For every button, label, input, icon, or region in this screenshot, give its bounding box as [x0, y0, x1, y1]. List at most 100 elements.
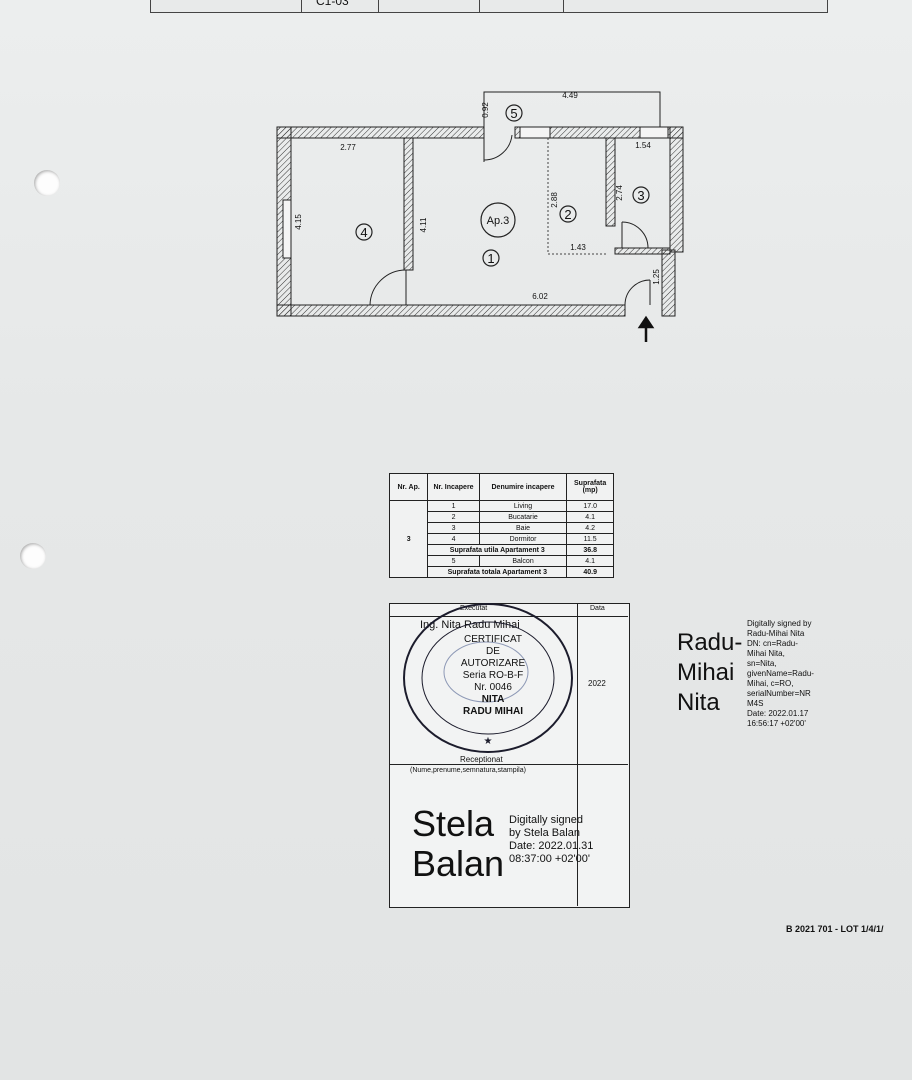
plan-doors	[369, 134, 651, 306]
apartment-number-cell: 3	[388, 500, 429, 578]
executed-header-cell	[389, 603, 578, 617]
table-row: 2 Bucatarie 4.1	[390, 511, 614, 523]
signer-name: Radu- Mihai Nita	[677, 628, 742, 718]
entrance-arrow-icon	[637, 315, 655, 342]
room-name-cell: Bucatarie	[478, 511, 568, 523]
table-header: Suprafata (mp)	[566, 473, 614, 501]
dim-label: 1.43	[570, 243, 586, 252]
date-header-cell	[577, 603, 628, 617]
room-number: 3	[637, 188, 644, 203]
table-row: 5 Balcon 4.1	[390, 555, 614, 567]
executed-label: Executat	[460, 605, 488, 612]
room-name-cell: Living	[478, 500, 568, 512]
table-header: Denumire incapere	[478, 473, 568, 501]
room-area-cell: 4.1	[566, 511, 614, 523]
total-area-label: Suprafata totala Apartament 3	[427, 566, 568, 578]
punch-hole	[34, 170, 60, 196]
useful-area-value: 36.8	[566, 544, 614, 556]
stamp-line: Seria RO-B-F	[462, 670, 524, 681]
room-nr-cell: 5	[427, 555, 480, 567]
room-number: 4	[360, 225, 367, 240]
table-header-row: Nr. Ap. Nr. Incapere Denumire incapere S…	[388, 473, 614, 501]
dim-label: 4.15	[294, 214, 303, 230]
svg-text:★: ★	[484, 736, 493, 747]
room-name-cell: Dormitor	[478, 533, 568, 545]
stamp-line: RADU MIHAI	[463, 706, 523, 717]
signature-detail-line: Date: 2022.01.31	[509, 840, 594, 852]
stamp-line: NITA	[481, 694, 505, 705]
received-label: Receptionat	[460, 755, 503, 764]
stamp-line: DE	[486, 646, 500, 657]
strip-divider	[563, 0, 564, 12]
signature-detail-line: givenName=Radu-	[747, 669, 814, 678]
table-header: Nr. Incapere	[427, 473, 480, 501]
strip-divider	[301, 0, 302, 12]
signature-divider	[577, 616, 578, 906]
dim-label: 2.77	[340, 143, 356, 152]
room-number: 5	[510, 106, 517, 121]
signature-detail-line: serialNumber=NR	[747, 689, 811, 698]
punch-hole	[20, 543, 46, 569]
table-row: 3 1 Living 17.0	[388, 500, 614, 578]
document-reference: B 2021 701 - LOT 1/4/1/	[786, 924, 884, 934]
signature-detail-line: Digitally signed by	[747, 619, 812, 628]
room-nr-cell: 4	[427, 533, 480, 545]
signature-detail-line: sn=Nita,	[747, 659, 777, 668]
room-area-cell: 17.0	[566, 500, 614, 512]
signature-detail-line: Date: 2022.01.17	[747, 709, 809, 718]
table-row: Suprafata totala Apartament 3 40.9	[390, 566, 614, 578]
signature-detail-line: 08:37:00 +02'00'	[509, 853, 590, 865]
useful-area-label: Suprafata utila Apartament 3	[427, 544, 568, 556]
room-name-cell: Baie	[478, 522, 568, 534]
dim-label: 1.54	[635, 141, 651, 150]
room-name-cell: Balcon	[478, 555, 568, 567]
signature-detail-line: Radu-Mihai Nita	[747, 629, 805, 638]
digital-signature-details: Digitally signed by Stela Balan Date: 20…	[509, 814, 593, 866]
room-number: 2	[564, 207, 571, 222]
signer-name-line: Balan	[412, 843, 505, 884]
dim-label: 4.49	[562, 91, 578, 100]
signature-detail-line: M4S	[747, 699, 764, 708]
signature-detail-line: Digitally signed	[509, 814, 583, 826]
plan-walls	[276, 91, 684, 317]
room-area-cell: 4.2	[566, 522, 614, 534]
dim-label: 6.02	[532, 292, 548, 301]
total-area-value: 40.9	[566, 566, 614, 578]
room-area-cell: 4.1	[566, 555, 614, 567]
strip-divider	[479, 0, 480, 12]
room-area-cell: 11.5	[566, 533, 614, 545]
signature-divider	[389, 764, 628, 765]
table-header: Nr. Ap.	[388, 473, 429, 501]
signature-detail-line: by Stela Balan	[509, 827, 580, 839]
stamp-line: Nr. 0046	[474, 682, 512, 693]
signature-detail-line: 16:56:17 +02'00'	[747, 719, 806, 728]
room-area-table: Nr. Ap. Nr. Incapere Denumire incapere S…	[388, 473, 614, 578]
floor-plan: Ap.3 1 2 3 4 5 4.49 0.92 2.77 4.15 4.11 …	[276, 91, 684, 342]
dim-label: 2.88	[550, 192, 559, 208]
table-row: Suprafata utila Apartament 3 36.8	[390, 544, 614, 556]
stamp-seal-icon: ★	[403, 603, 573, 753]
signer-name-line: Nita	[677, 689, 720, 716]
apartment-label: Ap.3	[487, 215, 510, 227]
room-nr-cell: 3	[427, 522, 480, 534]
room-number: 1	[487, 251, 494, 266]
signature-detail-line: Mihai, c=RO,	[747, 679, 794, 688]
strip-label: C1-03	[316, 0, 349, 8]
signature-detail-line: Mihai Nita,	[747, 649, 785, 658]
signer-name-line: Stela	[412, 803, 495, 844]
signer-name-line: Radu-	[677, 629, 743, 656]
execution-year: 2022	[588, 679, 606, 688]
room-nr-cell: 2	[427, 511, 480, 523]
dim-label: 0.92	[481, 102, 490, 118]
dim-label: 4.11	[419, 217, 428, 233]
signature-detail-line: DN: cn=Radu-	[747, 639, 798, 648]
strip-divider	[378, 0, 379, 12]
room-nr-cell: 1	[427, 500, 480, 512]
digital-signature-details: Digitally signed by Radu-Mihai Nita DN: …	[747, 619, 814, 729]
stamp-line: CERTIFICAT	[464, 634, 522, 645]
dim-label: 1.25	[652, 269, 661, 285]
stamp-line: AUTORIZARE	[460, 658, 526, 669]
dim-label: 2.74	[615, 185, 624, 201]
signature-box	[389, 603, 630, 908]
signer-name-line: Mihai	[677, 659, 735, 686]
